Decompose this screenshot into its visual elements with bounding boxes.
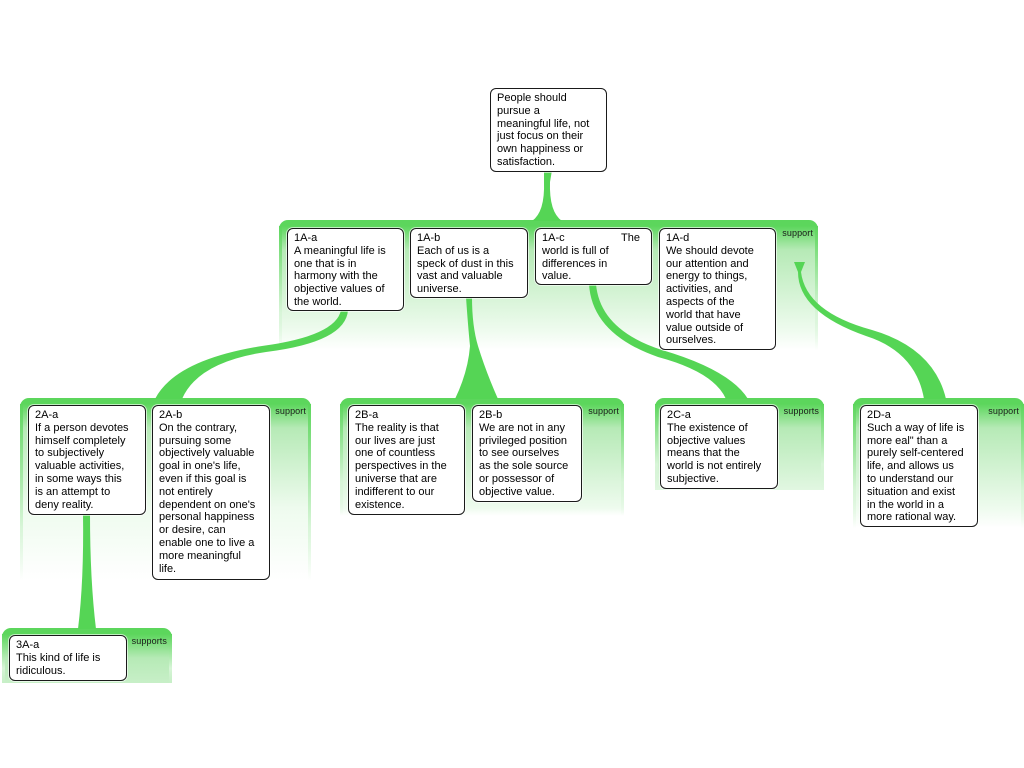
connector-1a-d-to-group2d: [794, 262, 946, 399]
support-label: support: [275, 406, 306, 416]
claim-id: 2A-b: [159, 409, 183, 421]
claim-id: 1A-a: [294, 232, 318, 244]
claim-id: 2C-a: [667, 409, 691, 421]
claim-1a-d[interactable]: 1A-d We should devote our attention and …: [659, 228, 776, 350]
claim-header-word: The: [621, 232, 640, 244]
claim-text: This kind of life is ridiculous.: [16, 651, 101, 677]
claim-2b-a[interactable]: 2B-a The reality is that our lives are j…: [348, 405, 465, 515]
support-label: supports: [131, 636, 167, 646]
claim-text: The reality is that our lives are just o…: [355, 421, 447, 511]
connector-1a-b-to-group2b: [455, 297, 498, 399]
connector-2a-a-to-group3a: [78, 514, 96, 629]
claim-1a-a[interactable]: 1A-a A meaningful life is one that is in…: [287, 228, 404, 311]
root-claim-text: People should pursue a meaningful life, …: [497, 92, 590, 168]
claim-1a-c[interactable]: 1A-c The world is full of differences in…: [535, 228, 652, 285]
connector-1a-c-to-group2c: [589, 284, 748, 399]
claim-2c-a[interactable]: 2C-a The existence of objective values m…: [660, 405, 778, 489]
claim-id: 2B-a: [355, 409, 379, 421]
claim-text: world is full of differences in value.: [542, 244, 609, 283]
claim-text: Each of us is a speck of dust in this va…: [417, 244, 514, 296]
claim-text: The existence of objective values means …: [667, 421, 762, 485]
claim-id: 1A-c The: [542, 232, 646, 245]
support-label: support: [782, 228, 813, 238]
claim-text: Such a way of life is more eal" than a p…: [867, 421, 965, 524]
claim-2a-b[interactable]: 2A-b On the contrary, pursuing some obje…: [152, 405, 270, 580]
claim-2a-a[interactable]: 2A-a If a person devotes himself complet…: [28, 405, 146, 515]
claim-id: 3A-a: [16, 639, 40, 651]
claim-id: 1A-d: [666, 232, 690, 244]
root-claim-box[interactable]: People should pursue a meaningful life, …: [490, 88, 607, 172]
claim-text: On the contrary, pursuing some objective…: [159, 421, 256, 575]
claim-2b-b[interactable]: 2B-b We are not in any privileged positi…: [472, 405, 582, 502]
claim-id: 1A-b: [417, 232, 441, 244]
claim-id: 2D-a: [867, 409, 891, 421]
claim-text: A meaningful life is one that is in harm…: [294, 244, 386, 308]
claim-id-label: 1A-c: [542, 232, 565, 244]
support-label: supports: [783, 406, 819, 416]
support-label: support: [988, 406, 1019, 416]
claim-id: 2B-b: [479, 409, 503, 421]
connector-1a-a-to-group2a: [155, 310, 348, 399]
claim-id: 2A-a: [35, 409, 59, 421]
claim-text: If a person devotes himself completely t…: [35, 421, 129, 511]
connector-root-to-group1: [532, 170, 562, 221]
claim-2d-a[interactable]: 2D-a Such a way of life is more eal" tha…: [860, 405, 978, 527]
claim-text: We are not in any privileged position to…: [479, 421, 569, 498]
support-label: support: [588, 406, 619, 416]
claim-3a-a[interactable]: 3A-a This kind of life is ridiculous.: [9, 635, 127, 681]
claim-1a-b[interactable]: 1A-b Each of us is a speck of dust in th…: [410, 228, 528, 298]
claim-text: We should devote our attention and energ…: [666, 244, 754, 347]
